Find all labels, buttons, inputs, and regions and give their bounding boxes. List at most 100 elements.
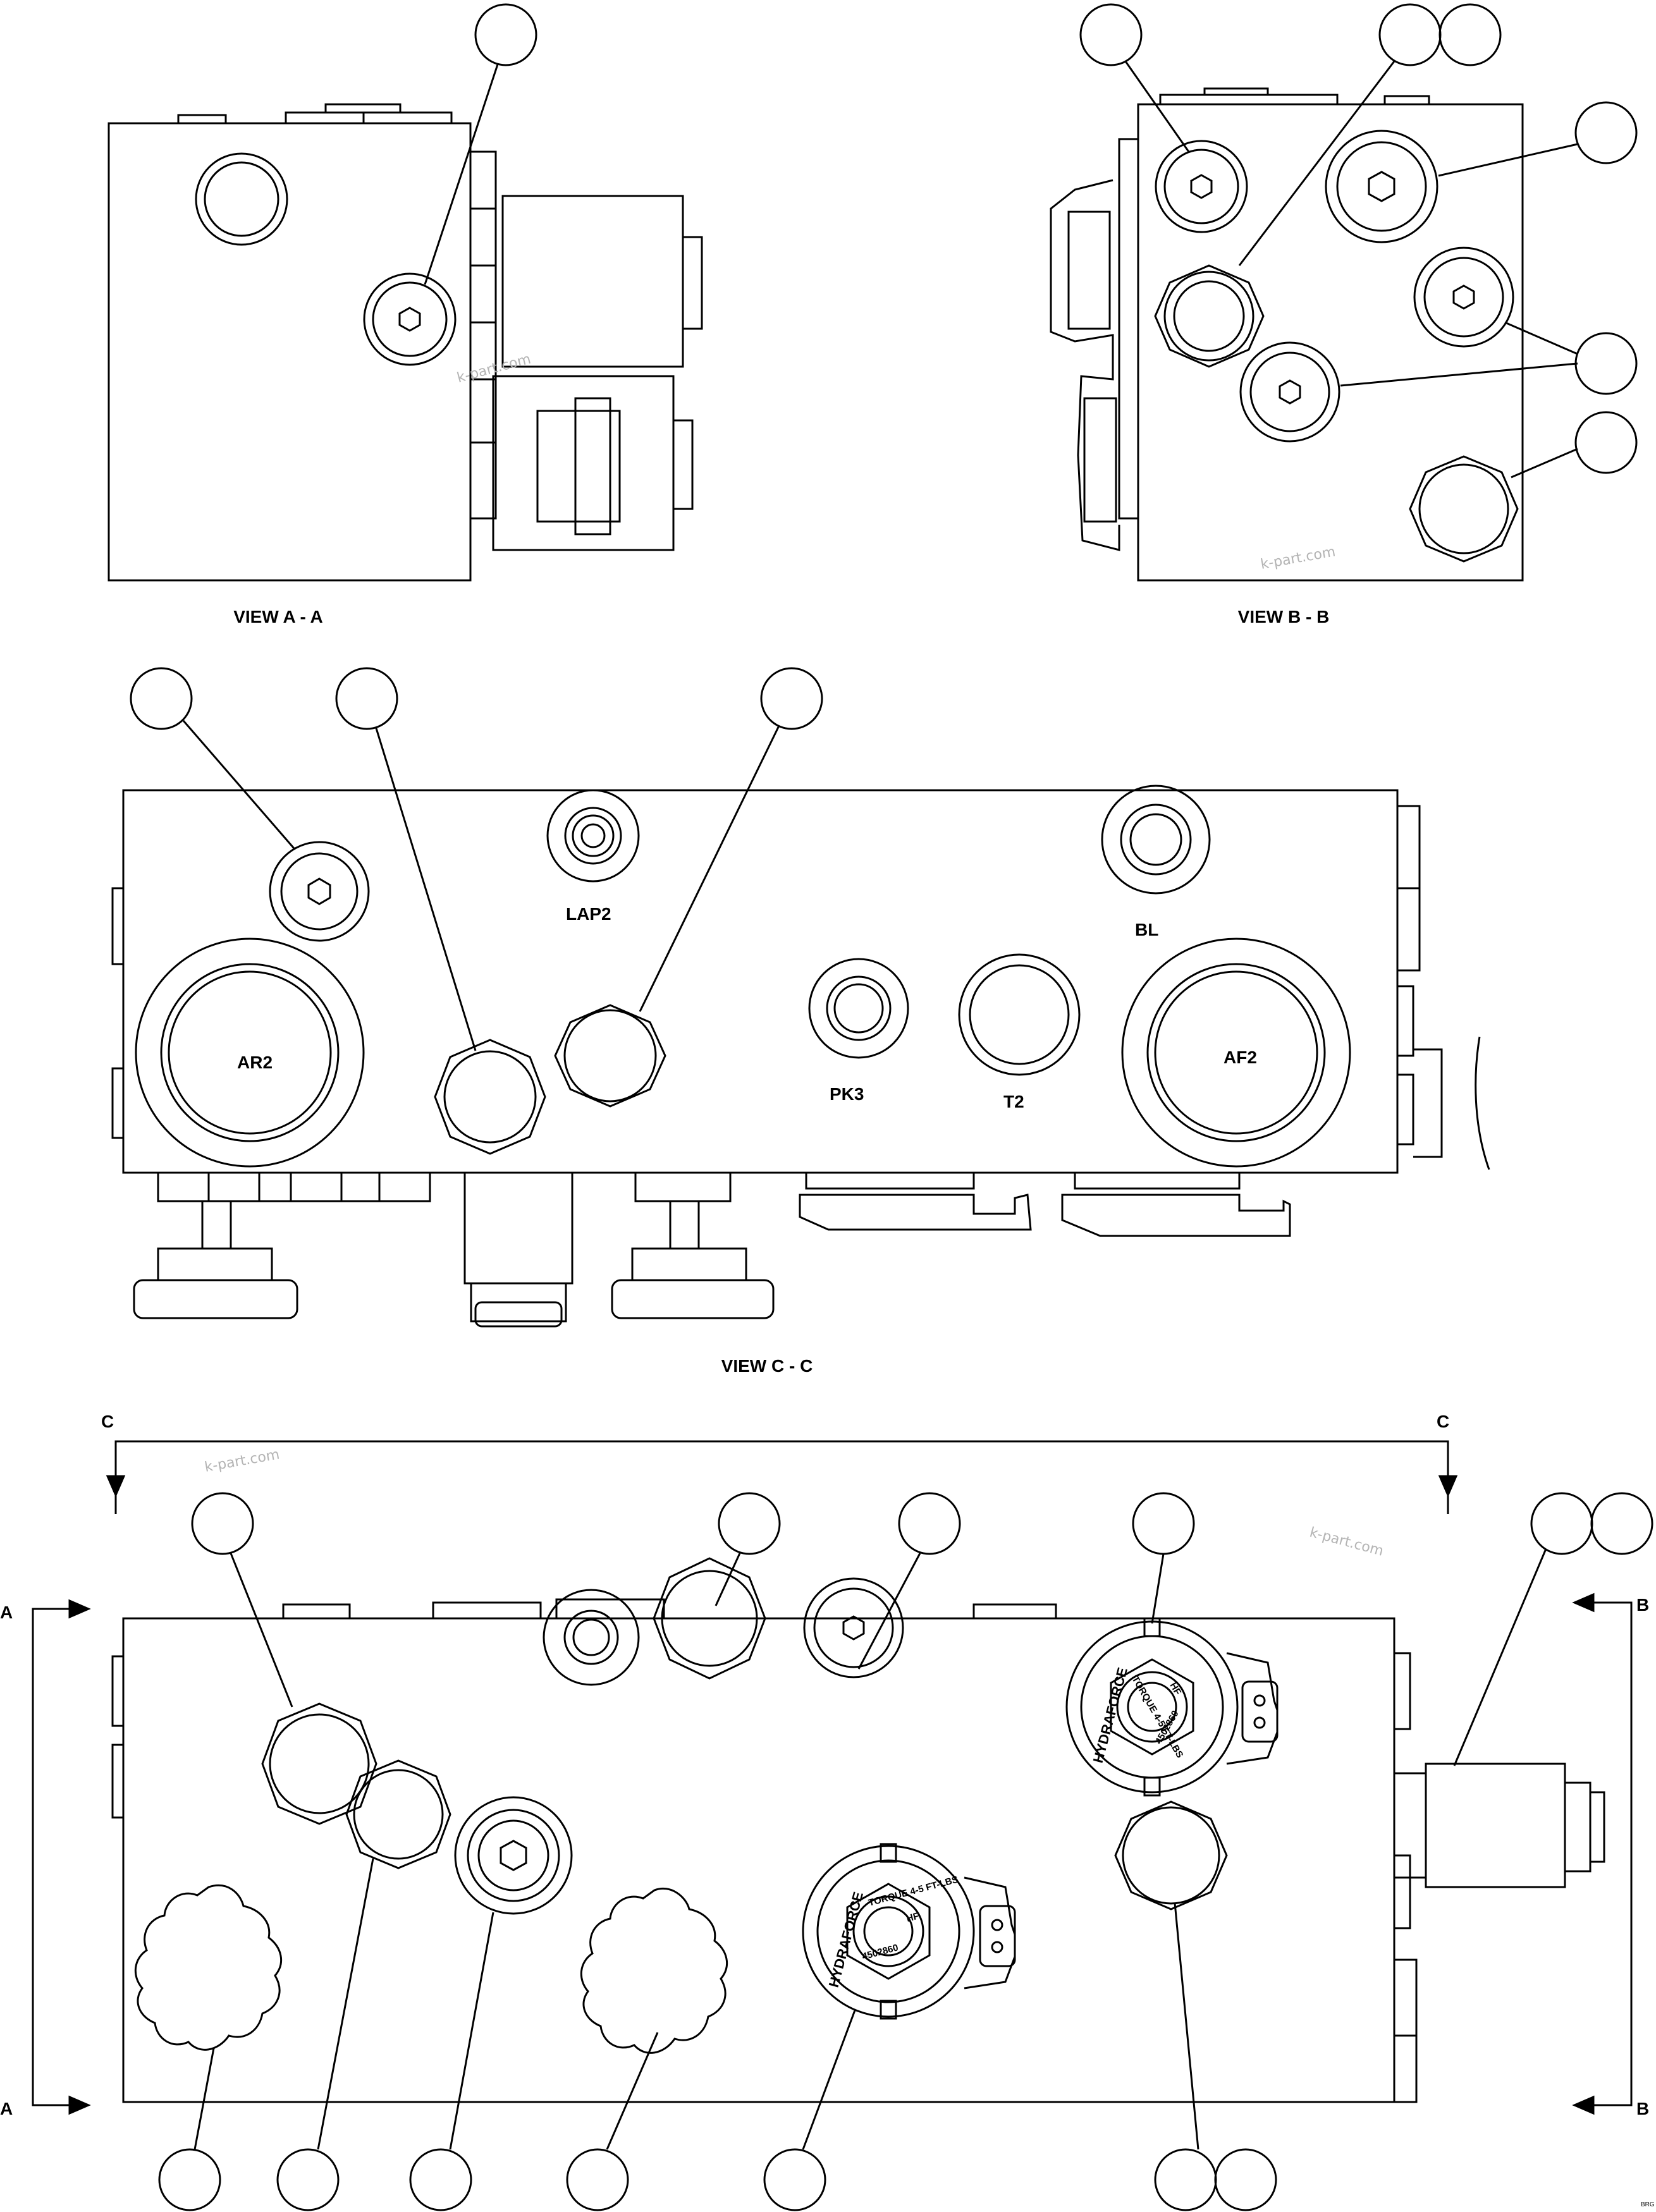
callout-balloon[interactable] <box>474 3 537 66</box>
section-line-a <box>32 1608 89 2106</box>
solenoid-engraving-bottom: HYDRAFORCE TORQUE 4-5 FT-LBS 4502860 HF <box>826 1874 960 1989</box>
callout-balloon[interactable] <box>1154 2148 1217 2211</box>
main-port <box>572 1618 610 1656</box>
main-hex-port <box>261 1702 377 1825</box>
view-c-port-t2 <box>969 964 1070 1065</box>
main-solenoid-nut <box>1127 1682 1177 1732</box>
view-c-knob <box>611 1279 775 1319</box>
view-a-title: VIEW A - A <box>233 607 323 626</box>
view-b-hex-plug <box>1249 351 1330 432</box>
main-solenoid-nut <box>863 1906 914 1957</box>
section-label-c-right: C <box>1437 1412 1449 1431</box>
view-b-hex-plug <box>1423 257 1504 338</box>
view-c-hex-port <box>554 1004 666 1108</box>
view-c-side-boss <box>111 1067 125 1139</box>
view-c-connector <box>805 1173 975 1190</box>
main-side-boss <box>1393 1958 1418 2037</box>
view-c-connector <box>799 1194 1032 1231</box>
callout-balloon[interactable] <box>1214 2148 1277 2211</box>
leader-line <box>857 1553 921 1670</box>
callout-balloon[interactable] <box>898 1492 961 1555</box>
view-c-knob-stem <box>201 1200 232 1250</box>
hex-socket-icon <box>1368 171 1395 202</box>
corner-code: BRG <box>1641 2201 1655 2208</box>
port-label-t2: T2 <box>1003 1092 1024 1111</box>
view-a-top-fitting <box>177 114 227 125</box>
cartridge-mark: HF <box>1168 1681 1184 1697</box>
view-c-knob <box>157 1247 273 1281</box>
main-hex-plug <box>467 1809 560 1902</box>
callout-balloon[interactable] <box>718 1492 781 1555</box>
callout-balloon[interactable] <box>1574 411 1638 474</box>
view-a-top-fitting <box>285 111 453 125</box>
view-c-cartridge <box>470 1282 567 1323</box>
callout-balloon[interactable] <box>276 2148 340 2211</box>
callout-balloon[interactable] <box>191 1492 254 1555</box>
view-a-plug <box>204 161 279 237</box>
callout-balloon[interactable] <box>1378 3 1442 66</box>
main-solenoid-pin <box>991 1941 1003 1953</box>
main-solenoid-pin <box>991 1919 1003 1931</box>
leader-line <box>193 2048 215 2150</box>
view-c-hex-port <box>443 1050 537 1144</box>
view-b-hex-port <box>1409 455 1519 563</box>
view-a-coil <box>492 375 675 551</box>
view-c-port-lap2 <box>572 814 615 857</box>
leader-line <box>1151 1553 1165 1624</box>
view-c-hose <box>1413 1048 1443 1158</box>
view-a-hex-plug <box>372 281 448 357</box>
leader-line <box>1453 1548 1547 1766</box>
view-c-port-af2 <box>1146 963 1326 1142</box>
cartridge-mark: HF <box>905 1910 921 1924</box>
main-right-cartridge <box>1564 1781 1592 1873</box>
callout-balloon[interactable] <box>158 2148 221 2211</box>
callout-balloon[interactable] <box>763 2148 826 2211</box>
callout-balloon[interactable] <box>1132 1492 1195 1555</box>
view-c-port-lap2 <box>564 807 622 865</box>
view-c-c <box>111 785 1490 1328</box>
leader-line <box>1124 61 1190 152</box>
main-side-boss <box>1393 1652 1411 1730</box>
view-c-connector <box>1074 1173 1241 1190</box>
section-label-a-bottom: A <box>0 2099 13 2118</box>
callout-balloon[interactable] <box>760 667 823 730</box>
main-solenoid-nut <box>1110 1658 1194 1756</box>
view-a-block <box>107 122 472 582</box>
view-c-knob <box>133 1279 298 1319</box>
view-c-port-bl <box>1101 785 1211 895</box>
section-label-b-top: B <box>1636 1595 1649 1615</box>
hex-socket-icon <box>398 307 421 332</box>
section-label-b-bottom: B <box>1636 2099 1649 2118</box>
leader-line <box>606 2032 659 2150</box>
section-line-b <box>1574 1601 1633 2106</box>
view-b-block <box>1137 103 1524 582</box>
callout-balloon[interactable] <box>1530 1492 1593 1555</box>
view-c-hex-port <box>563 1009 657 1103</box>
main-port <box>543 1589 640 1686</box>
main-hex-plug <box>454 1796 573 1915</box>
view-a-coil-nut <box>682 236 703 330</box>
callout-balloon[interactable] <box>130 667 193 730</box>
view-a-plug <box>195 152 288 246</box>
arrow-right-icon <box>68 1599 91 1619</box>
view-a-coil <box>501 195 684 368</box>
callout-balloon[interactable] <box>1574 101 1638 164</box>
callout-balloon[interactable] <box>1574 332 1638 395</box>
callout-balloon[interactable] <box>1590 1492 1653 1555</box>
callout-balloon[interactable] <box>1079 3 1143 66</box>
main-right-cartridge <box>1425 1763 1566 1888</box>
view-a-hex-plug <box>363 272 457 366</box>
main-side-boss <box>111 1744 125 1819</box>
callouts <box>130 3 1653 2211</box>
callout-balloon[interactable] <box>566 2148 629 2211</box>
leader-line <box>639 725 780 1012</box>
main-hex-port <box>345 1759 451 1869</box>
main-solenoid-plug <box>1226 1652 1279 1765</box>
callout-balloon[interactable] <box>335 667 398 730</box>
leader-line <box>1238 61 1395 266</box>
hex-socket-icon <box>1279 379 1301 405</box>
callout-balloon[interactable] <box>409 2148 472 2211</box>
port-label-bl: BL <box>1135 920 1158 939</box>
callout-balloon[interactable] <box>1438 3 1502 66</box>
